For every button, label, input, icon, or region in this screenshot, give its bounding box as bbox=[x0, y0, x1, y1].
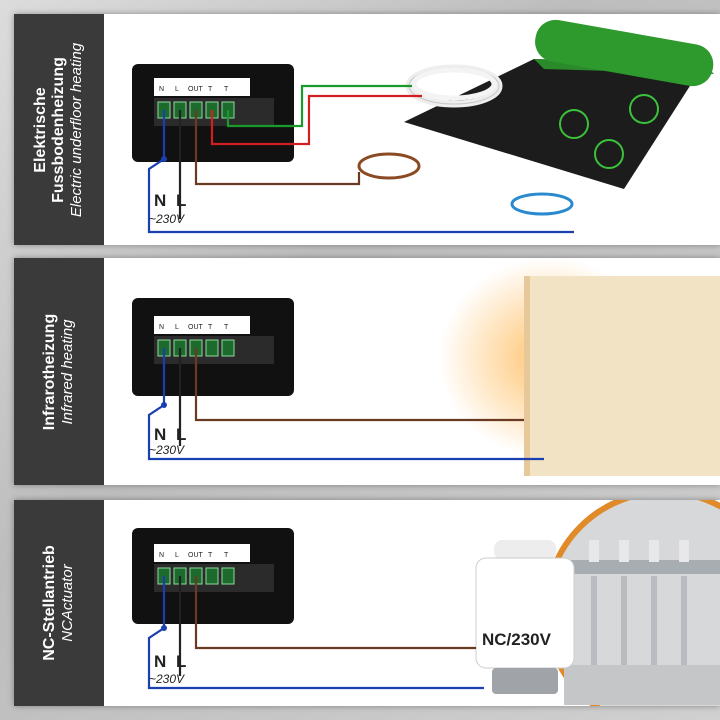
wiring-diagram: NC/230V N L OUT T T N L ~230V bbox=[132, 500, 720, 706]
terminal-label: T bbox=[208, 86, 213, 93]
actuator-label: NC/230V bbox=[482, 630, 552, 649]
terminal-label: N bbox=[159, 86, 164, 93]
terminal-label: L bbox=[175, 552, 179, 559]
live-label: L bbox=[176, 652, 186, 671]
panel-infrared: Infrarotheizung Infrared heating N L bbox=[14, 258, 720, 485]
panel-underfloor: Elektrische Fussbodenheizung Electric un… bbox=[14, 14, 720, 245]
panel-label-band: Elektrische Fussbodenheizung Electric un… bbox=[14, 14, 104, 245]
neutral-label: N bbox=[154, 425, 166, 444]
output-wire bbox=[194, 576, 476, 650]
heating-mat-image bbox=[357, 19, 714, 216]
neutral-wire bbox=[147, 110, 574, 234]
panel-actuator: NC-Stellantrieb NCActuator NC/230V bbox=[14, 500, 720, 706]
panel-title-line: Fussbodenheizung bbox=[50, 56, 67, 203]
neutral-wire bbox=[147, 348, 544, 461]
terminal-label: T bbox=[208, 552, 213, 559]
wiring-diagram: N L OUT T T N L ~230V bbox=[132, 19, 714, 234]
terminal-label: T bbox=[224, 86, 229, 93]
neutral-label: N bbox=[154, 191, 166, 210]
panel-title-line: Infrarotheizung bbox=[41, 313, 58, 430]
panel-subtitle: Infrared heating bbox=[59, 318, 76, 425]
neutral-label: N bbox=[154, 652, 166, 671]
neutral-wire bbox=[147, 576, 484, 690]
sensor-red-wire bbox=[210, 94, 422, 146]
junction-dot bbox=[161, 402, 167, 408]
panel-subtitle: Electric underfloor heating bbox=[68, 42, 85, 217]
wiring-diagram: N L OUT T T N L ~230V bbox=[132, 258, 720, 476]
infrared-panel-image bbox=[439, 258, 720, 476]
voltage-label: ~230V bbox=[149, 212, 185, 226]
terminal-label: OUT bbox=[188, 324, 204, 331]
terminal-label: N bbox=[159, 552, 164, 559]
thermostat-device: N L OUT T T bbox=[132, 298, 294, 396]
sensor-green-wire bbox=[226, 84, 412, 128]
live-label: L bbox=[176, 191, 186, 210]
panel-title-line: NC-Stellantrieb bbox=[41, 545, 58, 661]
voltage-label: ~230V bbox=[149, 672, 185, 686]
panel-label-band: Infrarotheizung Infrared heating bbox=[14, 258, 104, 485]
nc-actuator-image: NC/230V bbox=[475, 540, 575, 694]
output-wire bbox=[194, 348, 524, 422]
thermostat-device: N L OUT T T bbox=[132, 528, 294, 624]
voltage-label: ~230V bbox=[149, 443, 185, 457]
terminal-label: T bbox=[224, 552, 229, 559]
live-label: L bbox=[176, 425, 186, 444]
output-wire bbox=[194, 110, 361, 186]
terminal-label: N bbox=[159, 324, 164, 331]
panel-label-band: NC-Stellantrieb NCActuator bbox=[14, 500, 104, 706]
terminal-label: OUT bbox=[188, 86, 204, 93]
terminal-label: T bbox=[224, 324, 229, 331]
terminal-label: L bbox=[175, 324, 179, 331]
panel-title-line: Elektrische bbox=[32, 86, 49, 173]
panel-subtitle: NCActuator bbox=[59, 564, 76, 642]
terminal-label: T bbox=[208, 324, 213, 331]
terminal-label: OUT bbox=[188, 552, 204, 559]
terminal-label: L bbox=[175, 86, 179, 93]
junction-dot bbox=[161, 156, 167, 162]
junction-dot bbox=[161, 625, 167, 631]
